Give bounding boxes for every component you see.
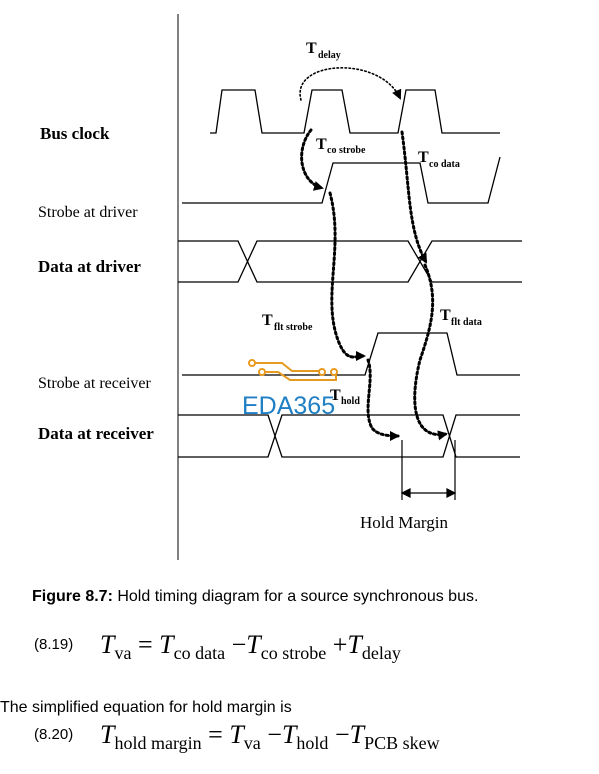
svg-text:co strobe: co strobe (327, 145, 366, 156)
figure-label: Figure 8.7: (32, 588, 113, 605)
svg-text:hold: hold (341, 396, 360, 407)
t-flt-data-label: T flt data (440, 307, 482, 328)
label-data-driver: Data at driver (38, 257, 141, 276)
svg-text:T: T (262, 312, 273, 329)
equation-8-20: Thold margin = Tva −Thold −TPCB skew (100, 720, 440, 753)
eda365-watermark: EDA365 (242, 359, 338, 420)
svg-text:delay: delay (318, 50, 341, 61)
equation-8-20-number: (8.20) (34, 726, 74, 743)
data-receiver-waveform (178, 414, 520, 458)
hold-margin-label: Hold Margin (360, 513, 448, 532)
hold-margin-marker (400, 440, 457, 500)
svg-text:EDA365: EDA365 (242, 392, 335, 420)
figure-caption: Figure 8.7: Hold timing diagram for a so… (32, 588, 478, 606)
circuit-trace-icon (248, 359, 338, 381)
t-co-strobe-label: T co strobe (316, 136, 366, 156)
data-driver-waveform (178, 240, 522, 283)
t-co-data-label: T co data (418, 149, 460, 170)
label-bus-clock: Bus clock (40, 124, 110, 143)
t-flt-strobe-label: T flt strobe (262, 312, 313, 333)
strobe-receiver-waveform (182, 332, 520, 376)
t-delay-label: T delay (306, 40, 341, 61)
label-strobe-driver: Strobe at driver (38, 204, 138, 221)
svg-text:T: T (306, 40, 317, 57)
simplified-equation-intro: The simplified equation for hold margin … (0, 699, 292, 716)
equation-8-19: Tva = Tco data −Tco strobe +Tdelay (100, 630, 401, 663)
bus-clock-waveform (210, 89, 500, 134)
svg-text:flt data: flt data (451, 317, 482, 328)
strobe-driver-waveform (182, 156, 501, 204)
label-strobe-receiver: Strobe at receiver (38, 375, 152, 392)
svg-text:T: T (418, 149, 429, 166)
svg-text:flt strobe: flt strobe (274, 322, 313, 333)
svg-text:T: T (440, 307, 451, 324)
label-data-receiver: Data at receiver (38, 424, 154, 443)
hold-timing-diagram: Bus clock Strobe at driver Data at drive… (38, 14, 522, 560)
equation-8-19-number: (8.19) (34, 636, 74, 653)
timing-arrows (299, 67, 448, 441)
svg-text:T: T (316, 136, 327, 153)
svg-text:T: T (330, 387, 341, 404)
svg-text:co data: co data (429, 159, 460, 170)
figure-caption-text: Hold timing diagram for a source synchro… (112, 588, 479, 605)
t-hold-label: T hold (330, 387, 360, 407)
